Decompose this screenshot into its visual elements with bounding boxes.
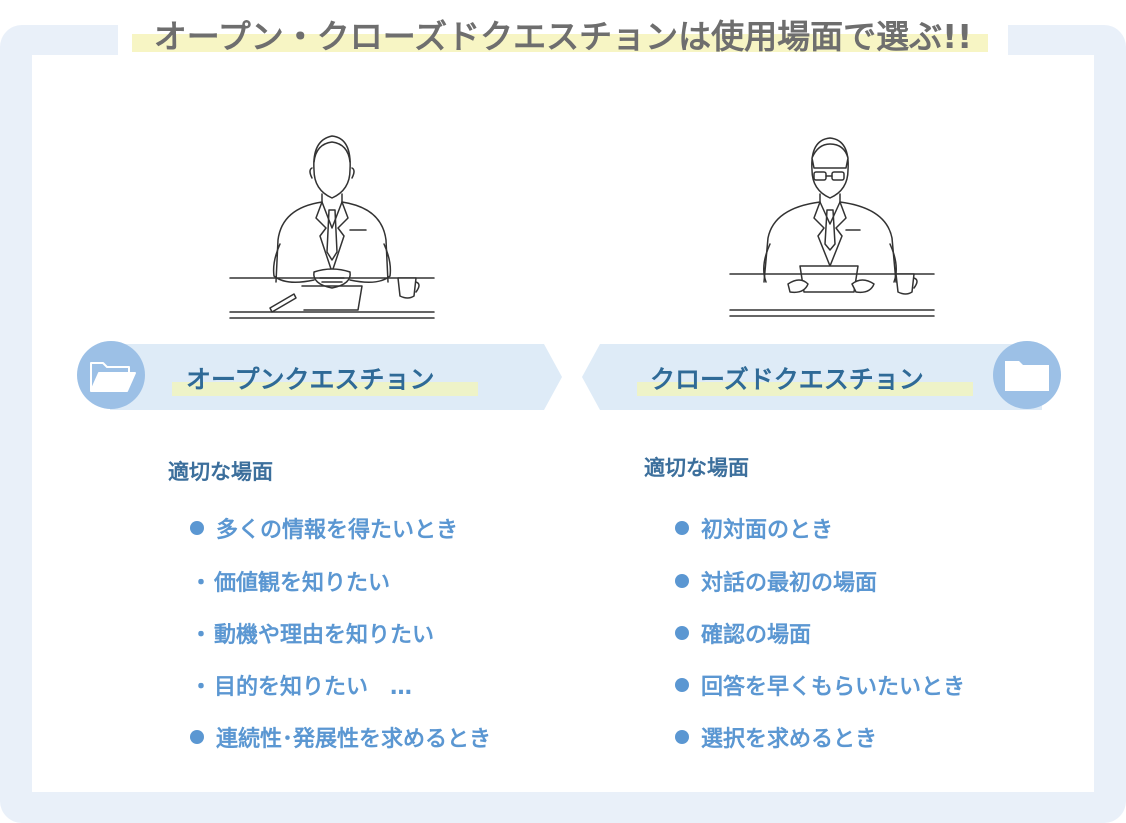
list-item-text: 回答を早くもらいたいとき	[701, 675, 966, 700]
interviewer-illustration	[229, 135, 435, 319]
list-item-text: 確認の場面	[701, 623, 812, 648]
list-item-text: 対話の最初の場面	[701, 571, 878, 596]
open-section-heading: 適切な場面	[168, 460, 273, 484]
open-folder-circle	[77, 341, 145, 409]
bullet-mark: ・	[190, 571, 213, 596]
list-item: ・ 目的を知りたい …	[190, 669, 412, 701]
list-item: ・ 動機や理由を知りたい	[190, 617, 434, 649]
list-item-text: 目的を知りたい …	[214, 675, 413, 700]
list-item: 多くの情報を得たいとき	[190, 512, 458, 544]
page-title: オープン・クローズドクエスチョンは使用場面で選ぶ!!	[153, 17, 973, 56]
interviewee-illustration	[729, 137, 935, 317]
open-question-label: オープンクエスチョン	[186, 365, 435, 394]
closed-folder-circle	[993, 341, 1061, 409]
open-banner-highlight	[172, 382, 478, 396]
bullet-dot	[190, 521, 204, 535]
bullet-dot	[190, 730, 204, 744]
bullet-dot	[675, 626, 689, 640]
content-panel	[32, 55, 1094, 792]
bullet-mark: ・	[190, 675, 213, 700]
list-item: 確認の場面	[675, 617, 811, 649]
closed-folder-icon	[1005, 361, 1049, 391]
bullet-mark: ・	[190, 623, 213, 648]
closed-question-label: クローズドクエスチョン	[650, 365, 924, 394]
list-item: 回答を早くもらいたいとき	[675, 669, 965, 701]
bullet-dot	[675, 678, 689, 692]
list-item-text: 選択を求めるとき	[701, 727, 878, 752]
open-folder-icon	[90, 362, 136, 392]
bullet-dot	[675, 730, 689, 744]
title-highlight	[132, 34, 988, 52]
list-item-text: 多くの情報を得たいとき	[216, 518, 459, 543]
bullet-dot	[675, 521, 689, 535]
list-item: 初対面のとき	[675, 512, 833, 544]
list-item: 連続性･発展性を求めるとき	[190, 721, 491, 753]
closed-section-heading: 適切な場面	[644, 456, 749, 480]
list-item: 対話の最初の場面	[675, 565, 877, 597]
list-item: ・ 価値観を知りたい	[190, 565, 390, 597]
bullet-dot	[675, 574, 689, 588]
list-item: 選択を求めるとき	[675, 721, 877, 753]
list-item-text: 動機や理由を知りたい	[214, 623, 435, 648]
list-item-text: 初対面のとき	[701, 518, 834, 543]
list-item-text: 価値観を知りたい	[214, 571, 391, 596]
list-item-text: 連続性･発展性を求めるとき	[216, 727, 492, 752]
title-area: オープン・クローズドクエスチョンは使用場面で選ぶ!!	[118, 0, 1008, 58]
closed-banner-highlight	[637, 382, 973, 396]
